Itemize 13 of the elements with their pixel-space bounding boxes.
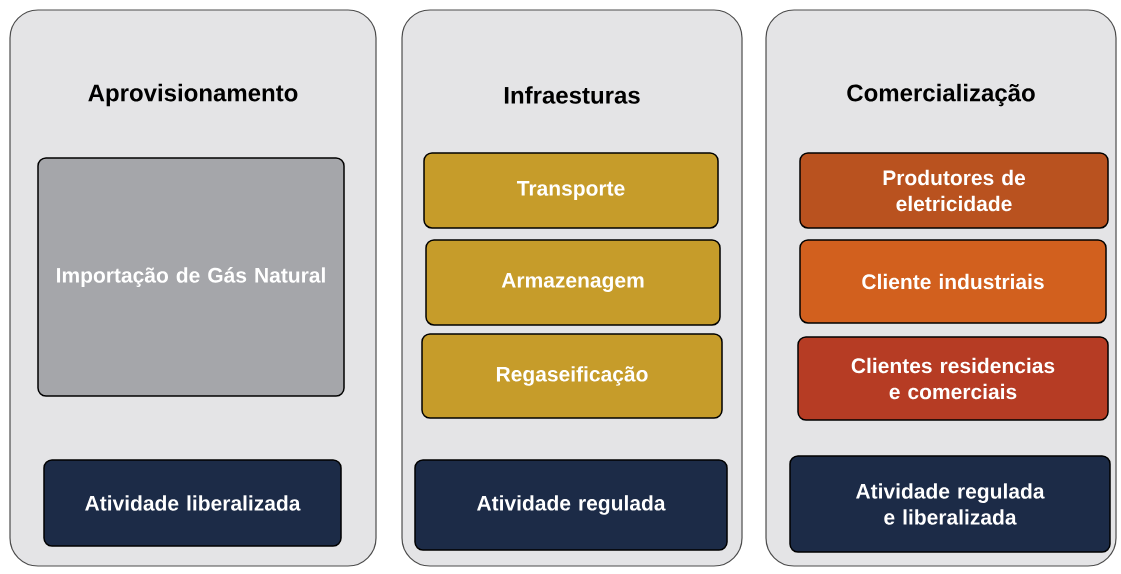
text-box: Transporte — [423, 152, 719, 229]
text-box: Clientes residencias e comerciais — [797, 336, 1109, 421]
panel-heading: Infraesturas — [504, 86, 640, 104]
panel-heading: Comercialização — [847, 83, 1035, 107]
text-box: Produtores de eletricidade — [799, 152, 1109, 229]
text-box: Cliente industriais — [799, 239, 1107, 324]
text-box: Atividade liberalizada — [43, 459, 342, 547]
text-box: Atividade regulada e liberalizada — [789, 455, 1111, 553]
text-box: Atividade regulada — [414, 459, 728, 551]
text-box: Regaseificação — [421, 333, 723, 419]
text-box: Importação de Gás Natural — [37, 157, 345, 397]
text-box: Armazenagem — [425, 239, 721, 326]
panel-heading: Aprovisionamento — [88, 83, 298, 107]
